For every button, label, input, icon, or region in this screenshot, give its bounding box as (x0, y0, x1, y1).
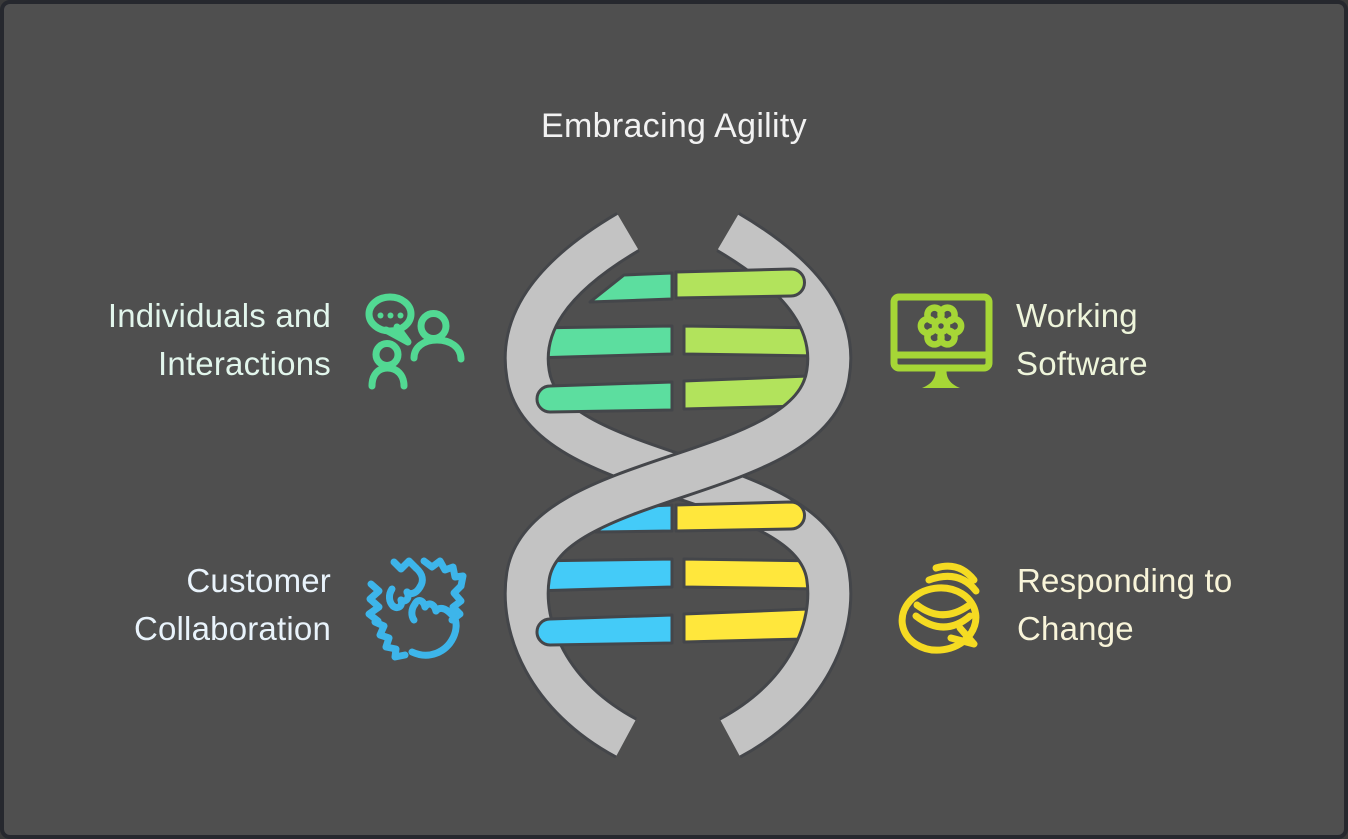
dna-rung-top-left-cap (535, 380, 674, 414)
label-line: Software (1016, 345, 1148, 382)
people-chat-icon (349, 279, 479, 404)
dna-rung-top-right-cap (674, 267, 806, 300)
label-working-software: Working Software (1016, 292, 1148, 388)
speech-bubble-swirl-icon (879, 554, 1004, 679)
label-line: Working (1016, 297, 1138, 334)
handshake-icon (354, 549, 484, 679)
dna-rung-top-left (526, 271, 674, 360)
dna-strands (503, 212, 853, 759)
label-line: Responding to (1017, 562, 1233, 599)
dna-helix-graphic (478, 204, 878, 774)
label-line: Customer (186, 562, 331, 599)
page-title: Embracing Agility (541, 107, 807, 145)
label-line: Interactions (158, 345, 331, 382)
label-line: Change (1017, 610, 1134, 647)
dna-rung-bottom-right-cap (674, 500, 806, 533)
label-responding-change: Responding to Change (1017, 557, 1232, 653)
label-line: Individuals and (107, 297, 331, 334)
dna-rung-bottom-left (526, 503, 674, 593)
dna-rung-bottom-left-cap (535, 613, 674, 647)
label-customer-collaboration: Customer Collaboration (134, 557, 331, 653)
label-line: Collaboration (133, 610, 331, 647)
label-individuals-interactions: Individuals and Interactions (108, 292, 331, 388)
monitor-gear-icon (882, 284, 1002, 399)
